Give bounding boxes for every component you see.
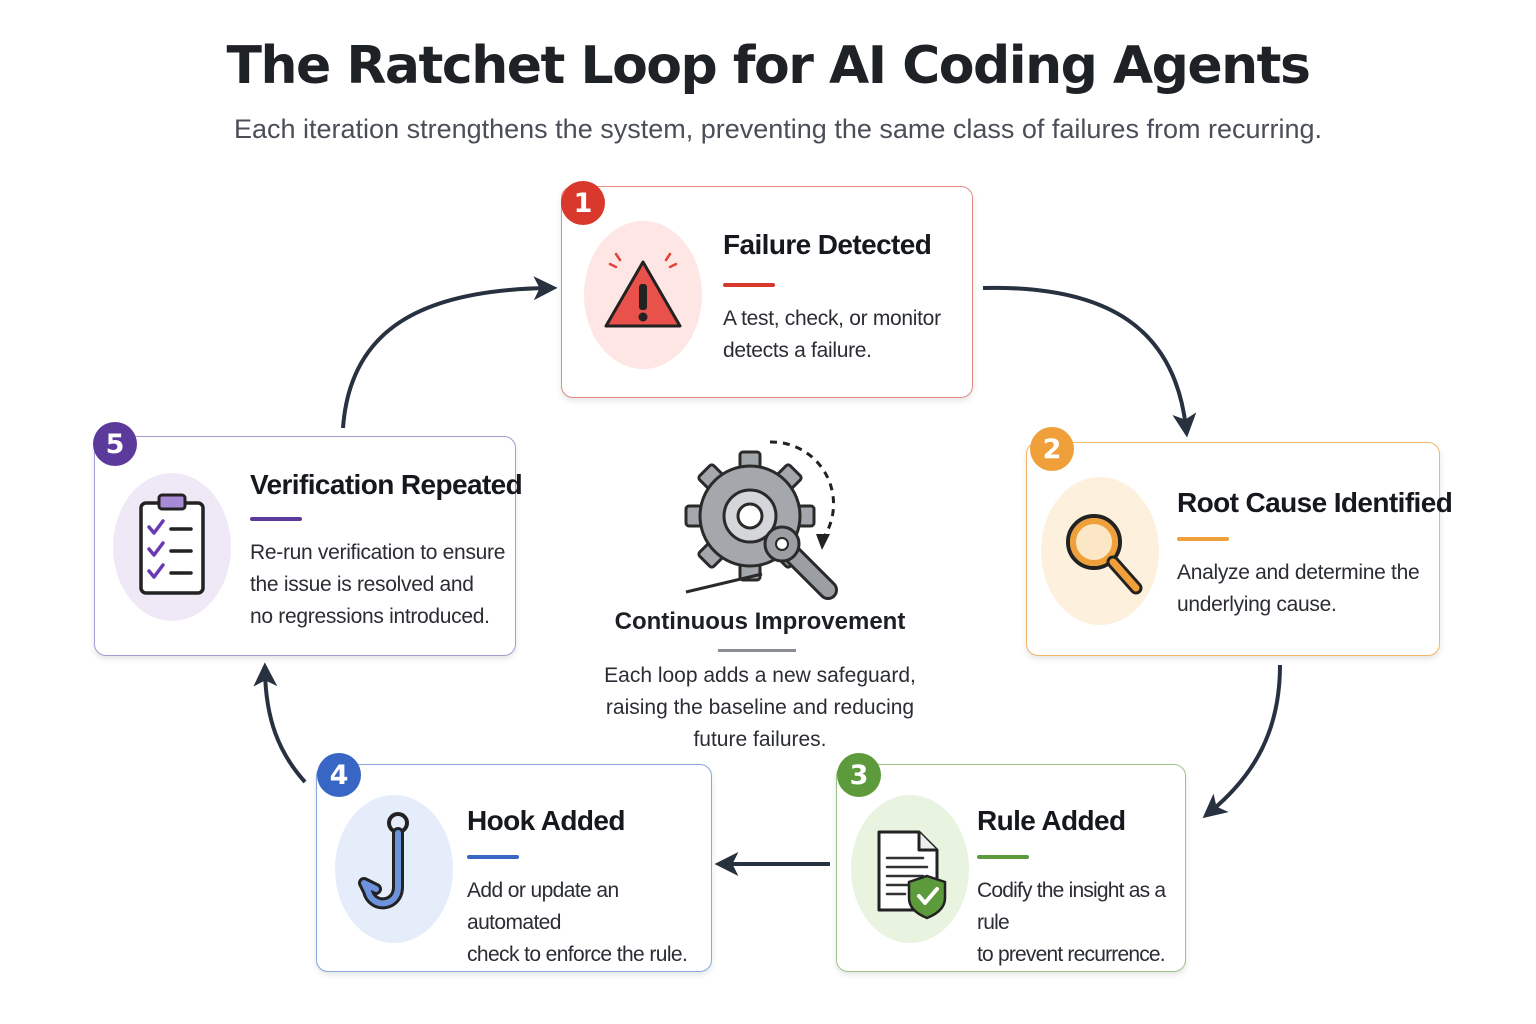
step-divider (1177, 537, 1229, 541)
step-title: Rule Added (977, 805, 1126, 836)
icon-circle (584, 221, 702, 369)
step-title: Hook Added (467, 805, 625, 836)
page-title: The Ratchet Loop for AI Coding Agents (226, 36, 1311, 96)
step-description: A test, check, or monitor detects a fail… (723, 307, 941, 362)
icon-circle (1041, 477, 1159, 625)
checklist-icon (139, 493, 205, 595)
step-card-rule-added: Rule Added Codify the insight as a rule … (836, 764, 1186, 972)
step-card-hook-added: Hook Added Add or update an automated ch… (316, 764, 712, 972)
step-title: Root Cause Identified (1177, 487, 1453, 518)
step-badge: 5 (93, 422, 137, 466)
step-badge: 3 (837, 753, 881, 797)
step-badge: 1 (561, 181, 605, 225)
icon-circle (851, 795, 969, 943)
magnifier-icon (1066, 514, 1143, 595)
hook-icon (358, 812, 409, 910)
step-badge: 4 (317, 753, 361, 797)
document-shield-icon (877, 830, 947, 920)
step-badge: 2 (1030, 427, 1074, 471)
icon-circle (113, 473, 231, 621)
page-subtitle: Each iteration strengthens the system, p… (233, 114, 1322, 144)
step-card-verification-repeated: Verification Repeated Re-run verificatio… (94, 436, 523, 656)
step-divider (467, 855, 519, 859)
gear-ratchet-icon (684, 440, 838, 600)
step-title: Failure Detected (723, 229, 932, 260)
step-divider (250, 517, 302, 521)
center-divider (718, 649, 796, 652)
center-title: Continuous Improvement (614, 608, 906, 635)
step-description: Re-run verification to ensure the issue … (250, 541, 506, 628)
step-divider (723, 283, 775, 287)
step-divider (977, 855, 1029, 859)
icon-circle (335, 795, 453, 943)
center-description: Each loop adds a new safeguard, raising … (604, 664, 916, 751)
arrow-4-to-5 (253, 662, 307, 784)
step-title: Verification Repeated (250, 469, 523, 500)
step-description: Codify the insight as a rule to prevent … (977, 879, 1166, 966)
arrow-2-to-3 (1202, 664, 1282, 819)
step-card-root-cause-identified: Root Cause Identified Analyze and determ… (1026, 442, 1453, 656)
step-description: Add or update an automated check to enfo… (467, 879, 688, 966)
arrow-1-to-2 (982, 285, 1197, 438)
warning-icon (604, 252, 682, 328)
step-card-failure-detected: Failure Detected A test, check, or monit… (561, 186, 973, 398)
arrow-5-to-1 (341, 276, 558, 429)
step-description: Analyze and determine the underlying cau… (1177, 561, 1420, 616)
